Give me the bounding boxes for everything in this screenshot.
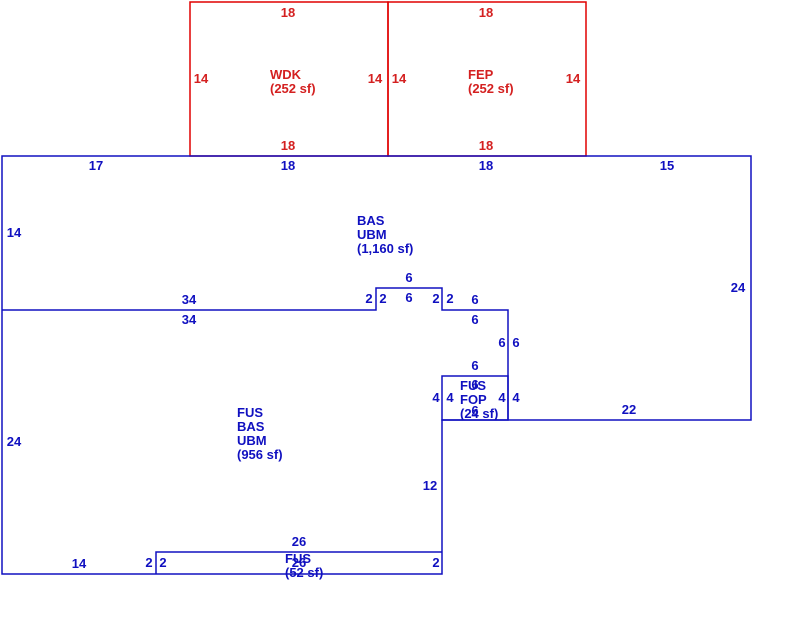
fop-line2: FOP — [460, 392, 487, 407]
dim-lower-left: 24 — [7, 434, 22, 449]
deck-labels: 18 14 14 18 WDK (252 sf) 18 14 14 18 FEP… — [194, 5, 581, 153]
dim-bas-top-mid2: 18 — [479, 158, 493, 173]
fop-line1: FUS — [460, 378, 486, 393]
fus-lower-line1: FUS — [237, 405, 263, 420]
dim-bas-top-mid1: 18 — [281, 158, 295, 173]
dim-bottom-right: 22 — [622, 402, 636, 417]
dim-bas-top-right: 15 — [660, 158, 674, 173]
bas-upper-line2: UBM — [357, 227, 387, 242]
fus-strip-area: (52 sf) — [285, 565, 323, 580]
bas-upper-line1: BAS — [357, 213, 385, 228]
wdk-code: WDK — [270, 67, 302, 82]
fus-lower-line3: UBM — [237, 433, 267, 448]
dim-fep-top: 18 — [479, 5, 493, 20]
fop-outline — [441, 375, 509, 421]
dim-strip-bottom: 26 — [292, 555, 306, 570]
bas-upper-area: (1,160 sf) — [357, 241, 413, 256]
fus-lower-line2: BAS — [237, 419, 265, 434]
dim-strip-right: 2 — [432, 555, 439, 570]
dim-wdk-bottom: 18 — [281, 138, 295, 153]
dim-notch-left-inner: 2 — [379, 291, 386, 306]
dim-fep-right: 14 — [566, 71, 581, 86]
dim-fop-left-outer: 4 — [432, 390, 440, 405]
dim-fep-bottom: 18 — [479, 138, 493, 153]
fus-strip-outline — [155, 551, 442, 574]
dim-lower-top-left: 34 — [182, 312, 197, 327]
dim-fop-right-outer: 4 — [512, 390, 520, 405]
dim-bas-right: 24 — [731, 280, 746, 295]
dim-wdk-top: 18 — [281, 5, 295, 20]
dim-notch-inner: 6 — [405, 290, 412, 305]
dim-notch-right-inner: 2 — [432, 291, 439, 306]
dim-fop-top-inner: 6 — [471, 377, 478, 392]
dim-fop-top: 6 — [471, 358, 478, 373]
fep-area: (252 sf) — [468, 81, 514, 96]
dim-fop-bottom: 6 — [471, 403, 478, 418]
dim-step-vert-right: 6 — [512, 335, 519, 350]
dim-notch-right-outer: 2 — [446, 291, 453, 306]
fep-code: FEP — [468, 67, 494, 82]
dim-wdk-left: 14 — [194, 71, 209, 86]
dim-wdk-right: 14 — [368, 71, 383, 86]
main-outlines — [1, 155, 752, 575]
dim-strip-left-inner: 2 — [159, 555, 166, 570]
dim-strip-left-outer: 2 — [145, 555, 152, 570]
fus-lower-area: (956 sf) — [237, 447, 283, 462]
wdk-area: (252 sf) — [270, 81, 316, 96]
fus-strip-line1: FUS — [285, 551, 311, 566]
dim-step-top-upper: 6 — [471, 292, 478, 307]
dim-fop-left-inner: 4 — [446, 390, 454, 405]
dim-bas-top-left: 17 — [89, 158, 103, 173]
dim-strip-top: 26 — [292, 534, 306, 549]
dim-bas-left: 14 — [7, 225, 22, 240]
dim-lower-inner-vert: 12 — [423, 478, 437, 493]
main-labels: 17 18 18 15 14 24 BAS UBM (1,160 sf) 34 … — [7, 158, 746, 580]
dim-notch-top: 6 — [405, 270, 412, 285]
level-split-line — [2, 287, 509, 420]
dim-fop-right-inner: 4 — [498, 390, 506, 405]
dim-lower-bottom-left: 14 — [72, 556, 87, 571]
fop-area: (24 sf) — [460, 406, 498, 421]
dim-bas-bottom-left: 34 — [182, 292, 197, 307]
deck-outlines — [189, 1, 587, 157]
dim-step-vert-left: 6 — [498, 335, 505, 350]
dim-fep-left: 14 — [392, 71, 407, 86]
dim-notch-left-outer: 2 — [365, 291, 372, 306]
dim-step-top-lower: 6 — [471, 312, 478, 327]
